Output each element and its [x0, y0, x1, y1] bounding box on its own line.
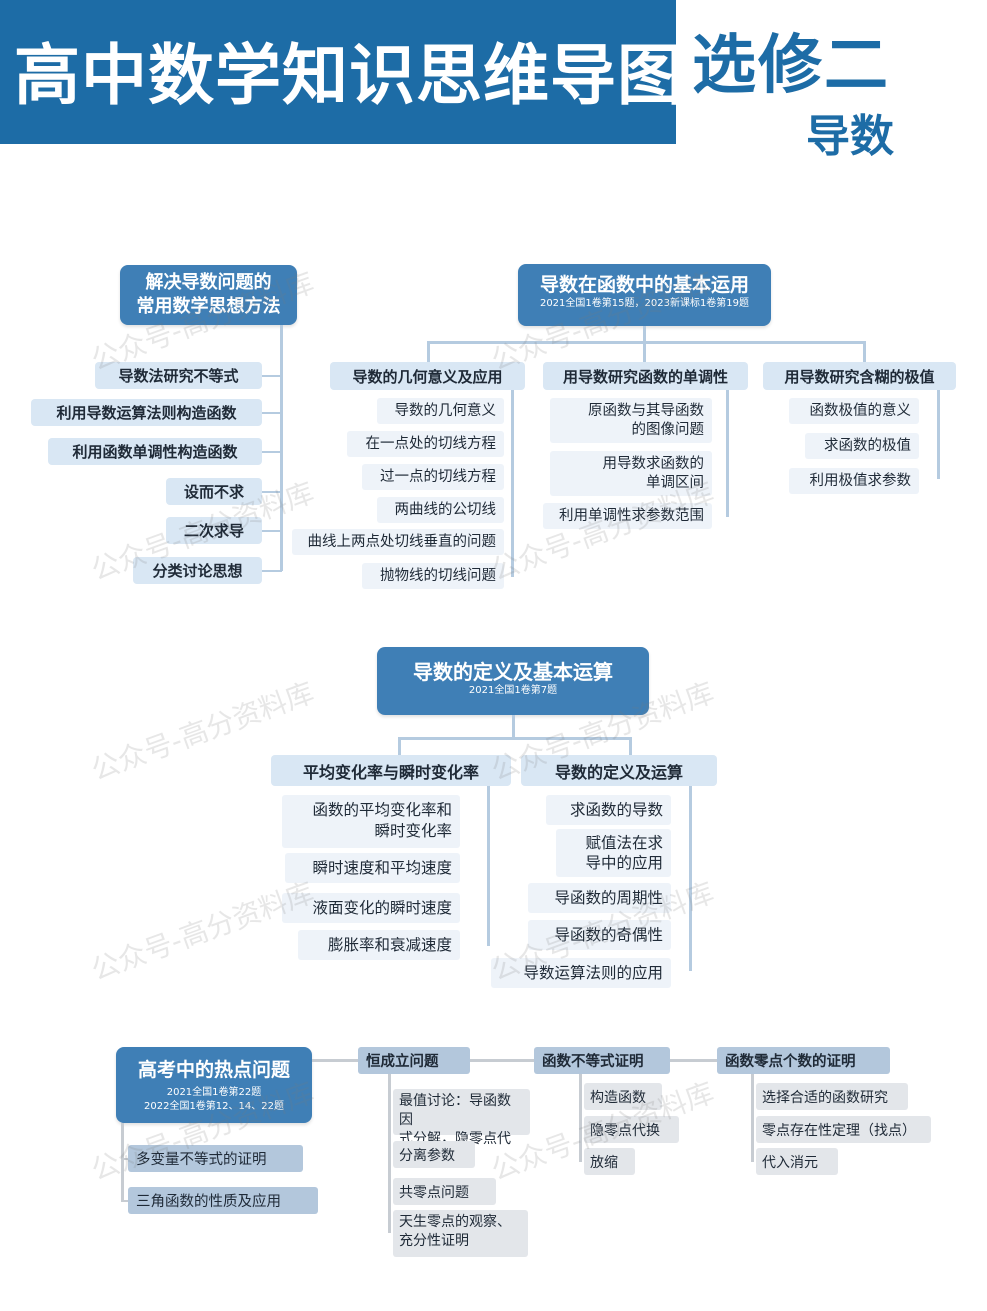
- def-branch-ops: 导数的定义及运算: [521, 755, 717, 786]
- always-item: 最值讨论：导函数因 式分解，隐零点代换: [393, 1089, 530, 1166]
- def-header: 导数的定义及基本运算 2021全国1卷第7题: [377, 647, 649, 715]
- methods-item: 分类讨论思想: [133, 557, 262, 584]
- basic-branch-monotonic: 用导数研究函数的单调性: [543, 362, 748, 390]
- hot-title: 高考中的热点问题: [137, 1059, 290, 1081]
- hot-branch-zeros: 函数零点个数的证明: [717, 1047, 890, 1074]
- hot-header: 高考中的热点问题 2021全国1卷第22题 2022全国1卷第12、14、22题: [116, 1047, 312, 1123]
- zeros-item: 代入消元: [756, 1148, 838, 1175]
- zeros-item: 选择合适的函数研究: [756, 1083, 908, 1110]
- page-title: 高中数学知识思维导图: [14, 37, 684, 114]
- geometry-item: 过一点的切线方程: [362, 464, 504, 490]
- monotonic-item: 原函数与其导函数 的图像问题: [550, 398, 712, 443]
- def-branch-rate: 平均变化率与瞬时变化率: [271, 755, 511, 786]
- geometry-item: 在一点处的切线方程: [347, 431, 504, 457]
- hot-note1: 2021全国1卷第22题: [166, 1087, 262, 1098]
- hot-left-item: 三角函数的性质及应用: [128, 1187, 318, 1214]
- basic-header: 导数在函数中的基本运用 2021全国1卷第15题，2023新课标1卷第19题: [518, 264, 771, 326]
- inequality-item: 隐零点代换: [584, 1116, 679, 1143]
- basic-note: 2021全国1卷第15题，2023新课标1卷第19题: [539, 298, 750, 309]
- ops-item: 赋值法在求 导中的应用: [556, 829, 671, 877]
- monotonic-item: 利用单调性求参数范围: [543, 503, 712, 529]
- methods-item: 二次求导: [166, 517, 262, 544]
- rate-item: 液面变化的瞬时速度: [282, 893, 460, 923]
- hot-branch-inequality: 函数不等式证明: [534, 1047, 670, 1074]
- methods-item: 设而不求: [166, 478, 262, 505]
- watermark: 公众号-高分资料库: [86, 875, 319, 987]
- monotonic-item: 用导数求函数的 单调区间: [550, 451, 712, 496]
- ops-item: 导函数的奇偶性: [528, 920, 671, 950]
- inequality-item: 构造函数: [584, 1083, 662, 1110]
- zeros-item: 零点存在性定理（找点）: [756, 1116, 931, 1143]
- methods-item: 导数法研究不等式: [95, 362, 262, 389]
- methods-title: 解决导数问题的 常用数学思想方法: [136, 272, 281, 317]
- always-item: 分离参数: [393, 1141, 475, 1168]
- methods-header: 解决导数问题的 常用数学思想方法: [120, 265, 297, 325]
- methods-item: 利用导数运算法则构造函数: [31, 399, 262, 426]
- title-banner: [0, 0, 676, 144]
- always-item: 共零点问题: [393, 1178, 496, 1205]
- basic-branch-geometry: 导数的几何意义及应用: [330, 362, 525, 390]
- inequality-item: 放缩: [584, 1148, 635, 1175]
- extremum-item: 函数极值的意义: [789, 398, 919, 424]
- def-title: 导数的定义及基本运算: [413, 660, 613, 684]
- ops-item: 求函数的导数: [546, 795, 671, 825]
- geometry-item: 曲线上两点处切线垂直的问题: [292, 529, 504, 555]
- hot-left-item: 多变量不等式的证明: [128, 1145, 303, 1172]
- hot-note2: 2022全国1卷第12、14、22题: [144, 1101, 284, 1112]
- always-item: 天生零点的观察、 充分性证明: [393, 1210, 528, 1257]
- geometry-item: 导数的几何意义: [377, 398, 504, 424]
- methods-item: 利用函数单调性构造函数: [48, 438, 262, 465]
- extremum-item: 利用极值求参数: [789, 468, 919, 494]
- extremum-item: 求函数的极值: [805, 433, 919, 459]
- ops-item: 导函数的周期性: [528, 883, 671, 913]
- ops-item: 导数运算法则的应用: [491, 958, 671, 988]
- rate-item: 函数的平均变化率和 瞬时变化率: [282, 795, 460, 848]
- page-subtitle: 选修二: [692, 29, 890, 103]
- geometry-item: 两曲线的公切线: [377, 497, 504, 523]
- rate-item: 瞬时速度和平均速度: [285, 853, 460, 883]
- methods-connector: [280, 325, 283, 571]
- basic-title: 导数在函数中的基本运用: [539, 274, 749, 296]
- hot-branch-always: 恒成立问题: [358, 1047, 470, 1074]
- page-topic: 导数: [806, 111, 894, 162]
- rate-item: 膨胀率和衰减速度: [298, 930, 460, 960]
- geometry-item: 抛物线的切线问题: [362, 563, 504, 589]
- def-note: 2021全国1卷第7题: [468, 685, 558, 696]
- basic-branch-extremum: 用导数研究含糊的极值: [763, 362, 956, 390]
